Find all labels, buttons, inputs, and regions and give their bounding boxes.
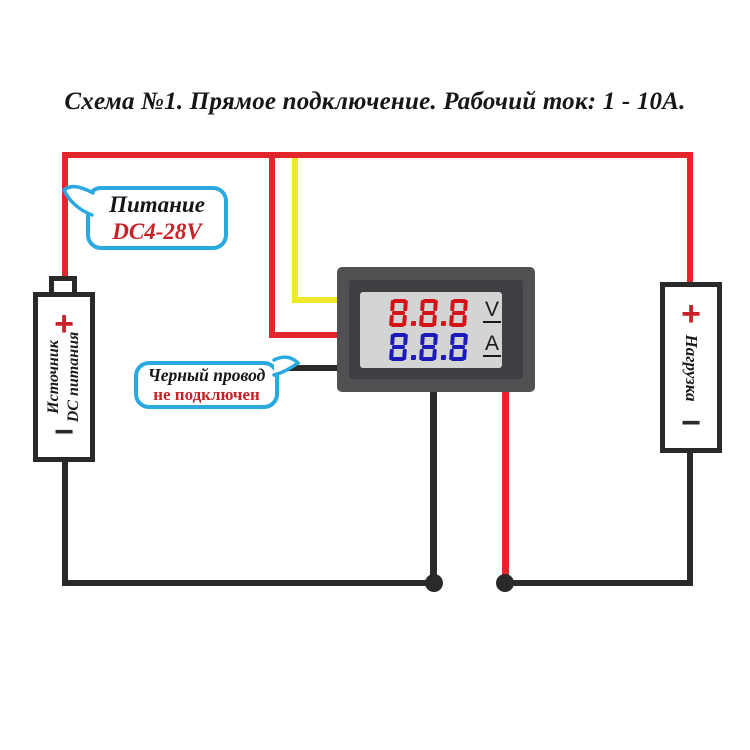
wire-red-meter-bottom [502, 388, 509, 583]
junction-dot-left [425, 574, 443, 592]
wire-black-meter-bottom [430, 388, 437, 583]
junction-dot-right [496, 574, 514, 592]
wire-red-source-vertical [62, 152, 68, 280]
voltage-digits [389, 299, 468, 327]
volt-ammeter-module: V A [337, 267, 535, 392]
power-callout-bubble: Питание DC4-28V [86, 186, 228, 250]
source-label: Источник DC питания [44, 332, 84, 423]
wire-black-bottom-right [500, 580, 693, 586]
load-plus-sign: + [681, 295, 701, 333]
wire-red-meter-vertical [269, 152, 275, 338]
load-box: + Нагрузка − [660, 282, 722, 453]
wire-black-source-vertical [62, 460, 68, 586]
source-plus-sign: + [54, 305, 74, 343]
source-minus-sign: − [54, 413, 74, 451]
note-line2: не подключен [153, 385, 260, 405]
wire-red-top-bus [62, 152, 693, 158]
wire-black-bottom-left [62, 580, 438, 586]
power-callout-line1: Питание [109, 191, 205, 217]
power-callout-tail [61, 184, 95, 217]
current-digits [389, 333, 468, 361]
amps-unit-label: A [483, 332, 502, 357]
current-readout: A [389, 332, 502, 361]
note-line1: Черный провод [147, 365, 266, 386]
load-label: Нагрузка [682, 334, 701, 401]
voltage-readout: V [389, 298, 502, 327]
wire-red-load-vertical [687, 152, 693, 285]
wire-yellow-vertical [292, 158, 298, 303]
power-callout-line2: DC4-28V [112, 218, 202, 244]
diagram-title: Схема №1. Прямое подключение. Рабочий то… [64, 88, 686, 115]
meter-lcd-display: V A [360, 292, 502, 368]
wire-red-meter-horizontal [269, 332, 339, 338]
power-source-box: + Источник DC питания − [33, 292, 95, 462]
source-label-line2: DC питания [65, 331, 82, 423]
black-wire-note-bubble: Черный провод не подключен [134, 361, 279, 409]
wire-black-unconnected-stub [286, 365, 339, 371]
source-label-line1: Источник [45, 340, 62, 414]
wire-black-load-vertical [687, 450, 693, 586]
load-minus-sign: − [681, 404, 701, 442]
volts-unit-label: V [483, 298, 502, 323]
black-wire-note-tail [272, 355, 301, 377]
wire-yellow-horizontal [292, 297, 339, 303]
